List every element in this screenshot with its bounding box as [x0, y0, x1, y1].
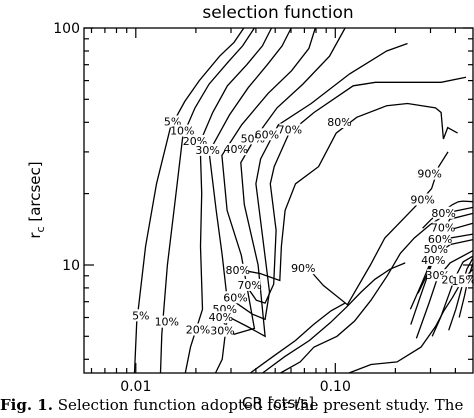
chart-title: selection function [202, 3, 353, 23]
contour-label-70pct: 70% [278, 124, 302, 137]
contour-label-bg [227, 263, 249, 276]
contour-label-bg [256, 128, 278, 141]
contour-label-90pct: 90% [291, 262, 315, 275]
contour-label-40pct: 40% [224, 143, 248, 156]
contour-label-bg [419, 167, 441, 180]
plot-frame [83, 27, 474, 374]
contour-label-bg [225, 143, 247, 156]
contour-label-bg [187, 323, 209, 336]
contour-label-bg [433, 206, 455, 219]
y-axis-label: rc [arcsec] [26, 161, 47, 238]
y-axis-label-unit: [arcsec] [26, 161, 44, 226]
contour-line-50pct-5 [226, 27, 346, 338]
contour-label-60pct: 60% [428, 233, 452, 246]
contour-line-10pct-17 [448, 257, 474, 331]
contour-label-bg [432, 221, 454, 234]
contour-label-10pct: 10% [155, 316, 179, 329]
contour-label-bg [328, 116, 351, 128]
contour-line-60pct-6 [234, 42, 408, 321]
x-tick-label: 0.10 [320, 379, 351, 395]
contour-label-70pct: 70% [431, 221, 455, 234]
contour-label-bg [165, 115, 180, 128]
contour-label-20pct: 20% [186, 324, 210, 337]
contour-line-90pct-9 [291, 151, 449, 306]
contour-label-bg [459, 273, 474, 286]
contour-label-bg [429, 232, 451, 245]
contour-label-90pct: 90% [417, 168, 441, 181]
contour-label-bg [224, 291, 247, 304]
contour-line-70pct-7 [248, 76, 467, 304]
contour-label-bg [156, 315, 178, 328]
contour-label-80pct: 80% [431, 207, 455, 220]
contour-label-5pct: 5% [132, 309, 149, 322]
contour-label-bg [171, 124, 193, 137]
contour-label-bg [425, 242, 447, 255]
contour-label-40pct: 40% [209, 311, 233, 324]
caption-figure-number: Fig. 1. [0, 396, 53, 414]
y-tick-label: 100 [53, 21, 80, 37]
contour-labels: 5%10%20%30%40%50%60%70%80%90%90%90%80%80… [132, 115, 474, 338]
contour-label-50pct: 50% [424, 243, 448, 256]
contour-label-60pct: 60% [223, 291, 247, 304]
figure-caption: Fig. 1. Selection function adopted for t… [0, 396, 474, 418]
contour-line-0pct-21 [262, 262, 406, 374]
caption-text: Selection function adopted for the prese… [52, 396, 464, 414]
contour-label-30pct: 30% [210, 325, 234, 338]
contour-label-40pct: 40% [421, 254, 445, 267]
axis-ticks: 0.01 0.10 10 100 [53, 21, 473, 395]
contour-label-80pct: 80% [225, 264, 249, 277]
contour-line-0pct-22 [249, 302, 346, 374]
contour-label-90pct: 90% [410, 194, 434, 207]
contour-label-80pct: 80% [327, 116, 351, 129]
contour-label-bg [211, 324, 234, 337]
contour-label-bg [133, 309, 149, 322]
contour-label-bg [210, 311, 232, 324]
x-axis-label: CR [cts/s] [242, 394, 314, 412]
y-tick-label: 10 [62, 258, 80, 274]
contour-label-70pct: 70% [237, 279, 261, 292]
contour-label-bg [197, 143, 219, 156]
contour-line-5pct-0 [133, 27, 245, 374]
contour-label-bg [239, 278, 261, 291]
x-tick-label: 0.01 [120, 379, 151, 395]
contour-label-bg [422, 253, 444, 266]
contour-line-80pct-10 [422, 200, 474, 229]
contour-label-bg [279, 123, 301, 136]
contour-label-30pct: 30% [195, 144, 219, 157]
y-axis-label-subscript: c [34, 226, 47, 232]
contour-line-10pct-1 [159, 27, 255, 374]
contour-label-bg [292, 262, 314, 275]
contour-label-bg [427, 269, 449, 282]
contour-label-10pct: 10% [170, 125, 194, 138]
contour-label-60pct: 60% [255, 128, 279, 141]
contour-line-40pct-4 [221, 27, 316, 336]
y-axis-label-main: r [26, 232, 44, 239]
contour-label-5pct: 5% [458, 274, 474, 287]
contour-label-bg [412, 193, 434, 206]
